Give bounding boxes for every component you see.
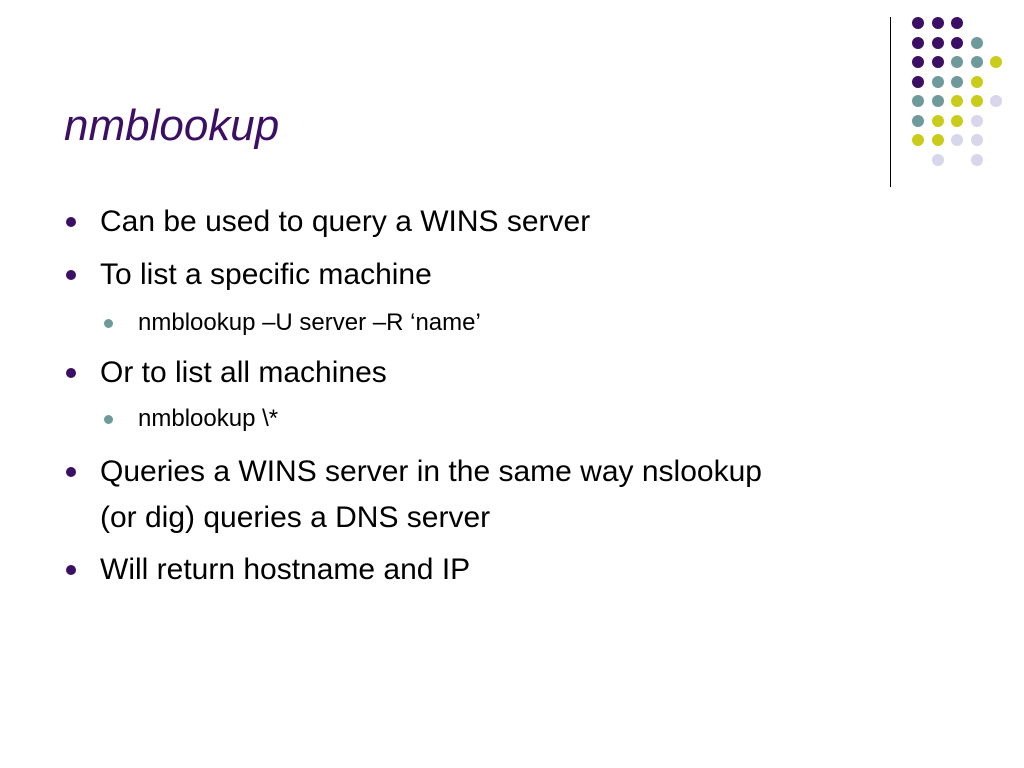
slide-title: nmblookup [64,101,280,150]
decorative-dot [970,75,983,88]
decorative-dot [931,17,944,29]
sub-bullet-text: nmblookup \* [138,405,279,432]
decorative-dot [951,36,963,49]
decorative-dot [912,75,924,88]
bullet-dot [66,217,76,227]
decorative-dot [931,56,944,68]
bullet-dot [66,565,76,575]
decorative-dot [970,36,983,49]
decorative-dot [970,56,983,68]
bullet-dot [66,270,76,280]
bullet-text: To list a specific machine [100,258,432,291]
decorative-dot [931,153,944,166]
bullet-dot [66,467,76,477]
bullet-text: (or dig) queries a DNS server [100,501,491,534]
decorative-dot [970,134,983,146]
decorative-dot [931,95,944,107]
decorative-dot [951,95,963,107]
decorative-dot [951,114,963,127]
decorative-dot [970,95,983,107]
decorative-dot [931,134,944,146]
bullet-text: Can be used to query a WINS server [100,205,591,238]
decorative-dot [912,17,924,29]
bullet-text: Or to list all machines [100,356,387,389]
decorative-dot [931,75,944,88]
decorative-dot [970,114,983,127]
decorative-dot [912,114,924,127]
title-divider-line [890,17,891,187]
decorative-dot [990,56,1002,68]
bullet-text: Queries a WINS server in the same way ns… [100,455,762,488]
decorative-dot [931,36,944,49]
bullet-text: Will return hostname and IP [100,553,471,586]
sub-bullet-dot [104,319,113,328]
decorative-dot [912,56,924,68]
decorative-dot [931,114,944,127]
decorative-dot [912,134,924,146]
decorative-dot-grid [0,0,1024,200]
sub-bullet-text: nmblookup –U server –R ‘name’ [138,309,481,336]
decorative-dot [970,153,983,166]
decorative-dot [951,134,963,146]
sub-bullet-dot [104,415,113,424]
decorative-dot [951,75,963,88]
decorative-dot [912,36,924,49]
decorative-dot [951,17,963,29]
decorative-dot [990,95,1002,107]
decorative-dot [951,56,963,68]
bullet-dot [66,368,76,378]
decorative-dot [912,95,924,107]
